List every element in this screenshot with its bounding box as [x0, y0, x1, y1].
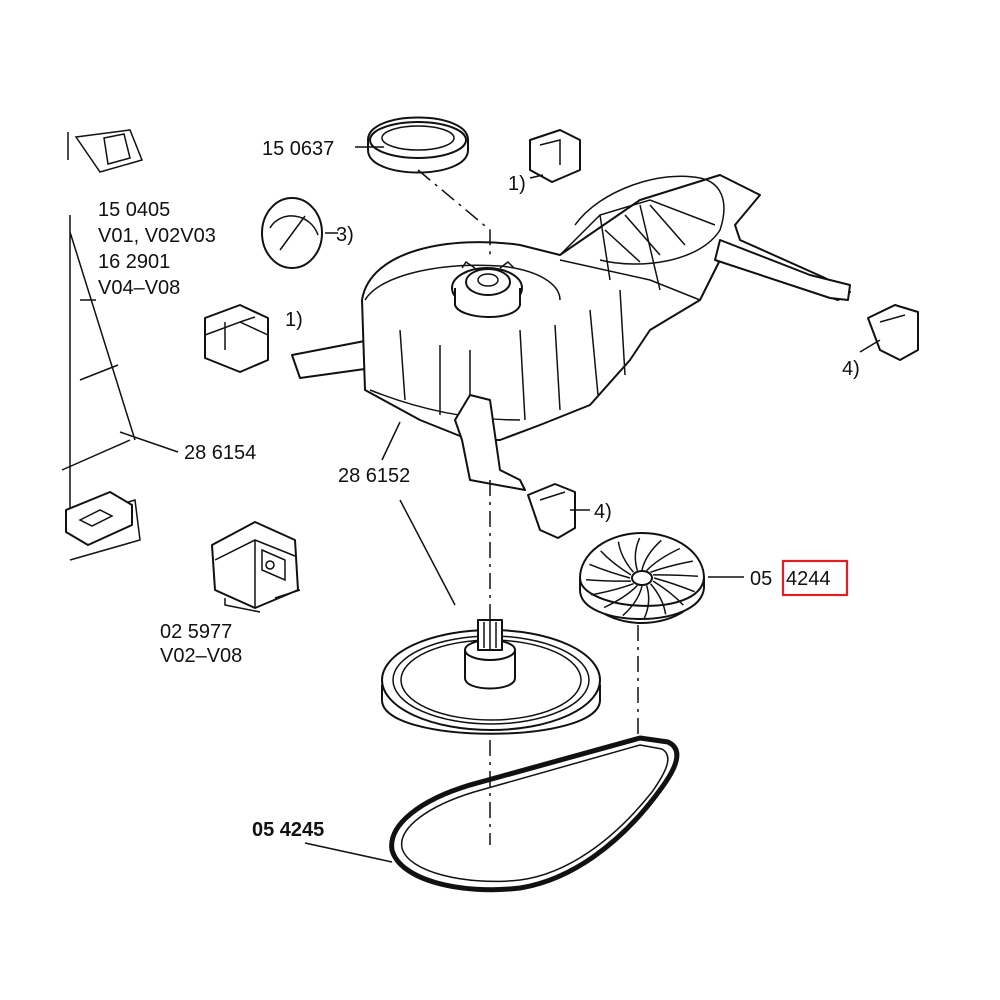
impeller-blade [589, 563, 631, 579]
label-150637: 15 0637 [262, 138, 334, 160]
assembly-axes [417, 169, 639, 845]
label-150405: 15 0405 [98, 199, 170, 221]
label-286152: 28 6152 [338, 465, 410, 487]
impeller-blade [591, 582, 634, 596]
pulley-wheel [381, 619, 601, 735]
control-knob [261, 197, 323, 269]
leader-lines [80, 146, 881, 863]
label-v04v08: V04–V08 [98, 277, 180, 299]
impeller-blade [652, 580, 684, 606]
part-labels: 15 0637 15 0405 V01, V02V03 16 2901 V04–… [98, 138, 860, 841]
note-1-left: 1) [285, 309, 303, 331]
label-054244-suffix: 4244 [786, 568, 831, 590]
note-1-upper: 1) [508, 173, 526, 195]
impeller-blade [641, 539, 662, 571]
label-025977: 02 5977 [160, 621, 232, 643]
impeller-blade [643, 585, 650, 619]
clip-part-left [204, 304, 269, 373]
impeller-blade [646, 547, 681, 572]
housing-outline [61, 129, 144, 561]
impeller-blade [634, 537, 641, 571]
impeller-blade [649, 583, 667, 615]
impeller-blade [603, 584, 638, 609]
label-054244-prefix: 05 [750, 568, 772, 590]
impeller-blade [617, 541, 635, 573]
impeller-blade [653, 577, 695, 593]
impeller-blade [650, 560, 693, 574]
impeller-blade [600, 550, 632, 576]
highlight-box [781, 559, 849, 597]
seal-ring [367, 116, 469, 174]
note-4-right: 4) [842, 358, 860, 380]
label-v02v08: V02–V08 [160, 645, 242, 667]
note-4-center: 4) [594, 501, 612, 523]
label-054245: 05 4245 [252, 819, 324, 841]
impeller-blade [653, 574, 698, 578]
clip-part-upper [529, 129, 581, 183]
impeller-blade [586, 578, 631, 582]
clip-part-right [867, 304, 919, 361]
fan-housing [291, 174, 851, 491]
drive-belt [389, 735, 680, 893]
label-162901: 16 2901 [98, 251, 170, 273]
note-3: 3) [336, 224, 354, 246]
clip-part-center [527, 483, 576, 539]
impeller-blade [622, 585, 643, 617]
switch-part [211, 521, 301, 613]
label-v01v02v03: V01, V02V03 [98, 225, 216, 247]
label-286154: 28 6154 [184, 442, 256, 464]
impeller-fan [579, 532, 705, 624]
